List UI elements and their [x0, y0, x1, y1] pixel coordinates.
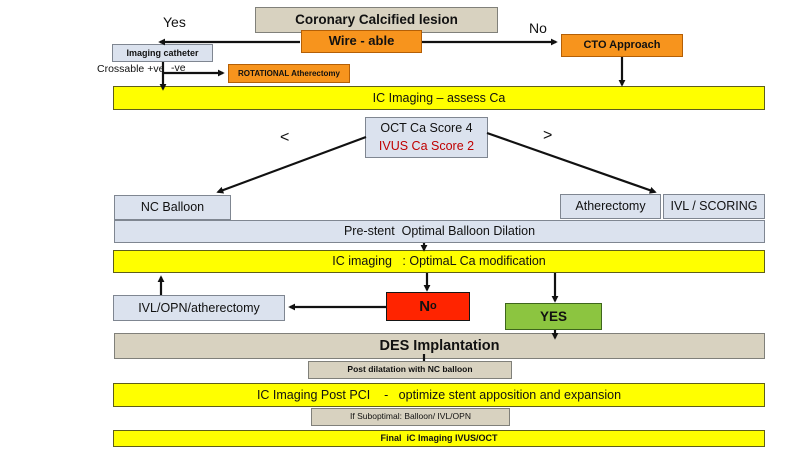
ivus-score-line: IVUS Ca Score 2 — [378, 138, 475, 153]
coronary-lesion-box: Coronary Calcified lesion — [255, 7, 498, 33]
atherectomy-box: Atherectomy — [560, 194, 661, 219]
no-label: No — [529, 20, 547, 36]
crossable-negative-label: -ve — [171, 62, 186, 74]
oct-score-line: OCT Ca Score 4 — [380, 121, 473, 135]
less-than-label: < — [280, 129, 290, 146]
arrow-score-less — [216, 135, 367, 194]
ivl-scoring-box: IVL / SCORING — [663, 194, 765, 219]
nc-balloon-box: NC Balloon — [114, 195, 231, 220]
ivl-opn-atherectomy-box: IVL/OPN/atherectomy — [113, 295, 285, 321]
greater-than-label: > — [543, 127, 553, 144]
wire-able-box: Wire - able — [301, 30, 422, 53]
final-imaging-bar: Final iC Imaging IVUS/OCT — [113, 430, 765, 447]
des-implantation-bar: DES Implantation — [114, 333, 765, 359]
no-box-sub: o — [430, 300, 437, 313]
no-box-main: N — [419, 297, 431, 315]
post-dilatation-box: Post dilatation with NC balloon — [308, 361, 512, 379]
yes-box: YES — [505, 303, 602, 330]
arrow-score-greater — [486, 131, 657, 194]
yes-label: Yes — [163, 14, 186, 30]
ic-imaging-assess-bar: IC Imaging – assess Ca — [113, 86, 765, 110]
if-suboptimal-box: If Suboptimal: Balloon/ IVL/OPN — [311, 408, 510, 426]
crossable-positive-label: Crossable +ve — [97, 63, 165, 75]
ic-imaging-post-pci-bar: IC Imaging Post PCI - optimize stent app… — [113, 383, 765, 407]
ca-score-box: OCT Ca Score 4 IVUS Ca Score 2 — [365, 117, 488, 158]
imaging-catheter-box: Imaging catheter — [112, 44, 213, 62]
pre-stent-bar: Pre-stent Optimal Balloon Dilation — [114, 220, 765, 243]
ic-imaging-optimal-bar: IC imaging : OptimaL Ca modification — [113, 250, 765, 273]
rotational-atherectomy-box: ROTATIONAL Atherectomy — [228, 64, 350, 83]
cto-approach-box: CTO Approach — [561, 34, 683, 57]
